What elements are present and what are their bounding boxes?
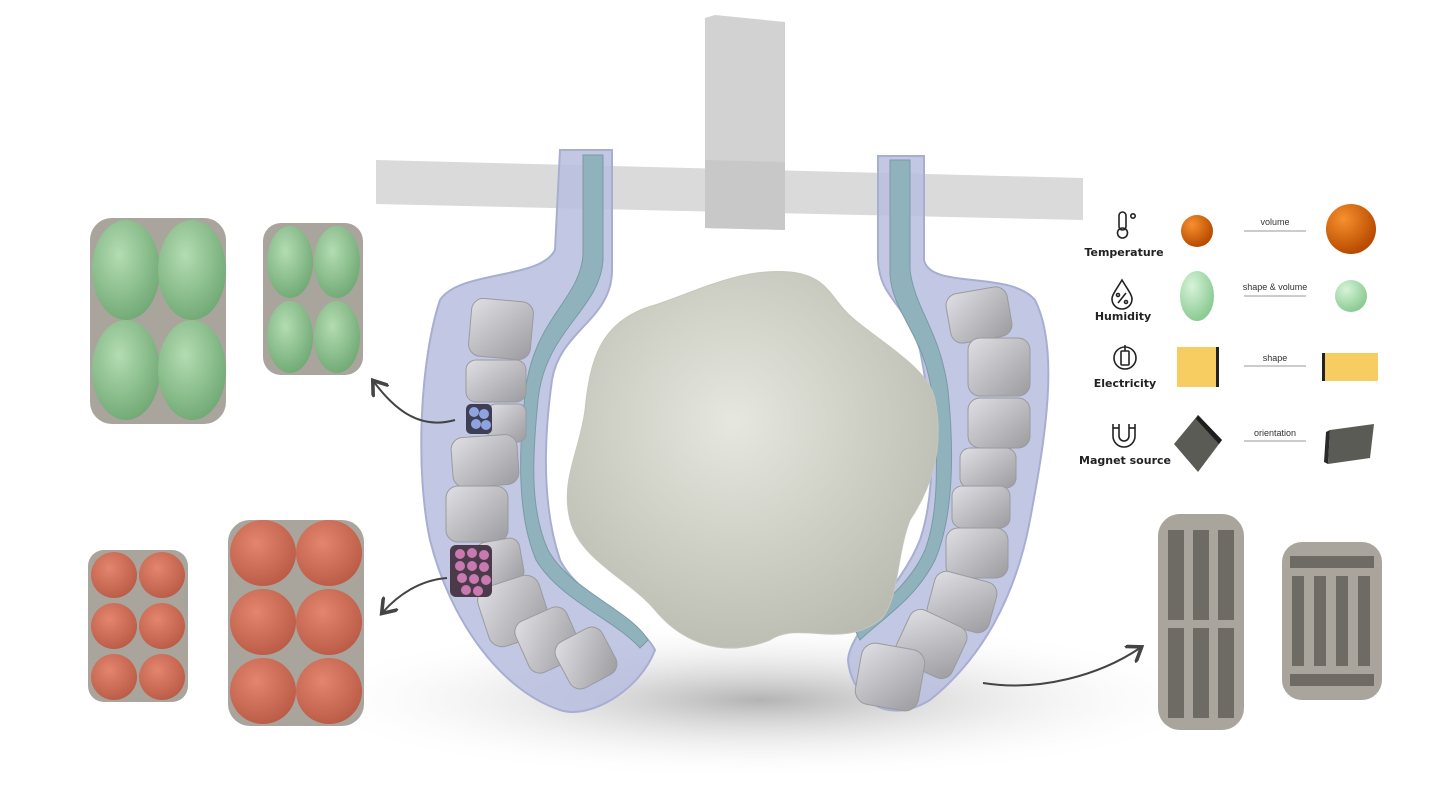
legend-magnet-label: Magnet source xyxy=(1079,454,1171,467)
electricity-plug-icon xyxy=(1113,345,1137,370)
green-cells-contracted xyxy=(263,223,363,375)
slotted-cells-vertical xyxy=(1158,514,1244,730)
legend-row-humidity: Humidity shape & volume xyxy=(1095,271,1367,323)
legend-humidity-label: Humidity xyxy=(1095,310,1151,323)
slotted-cells-rotated xyxy=(1282,542,1382,700)
blue-cell-cluster xyxy=(466,404,492,434)
humidity-drop-icon xyxy=(1111,278,1133,310)
gripper-frame xyxy=(376,15,1083,230)
red-cells-expanded xyxy=(228,520,364,726)
legend-shape-label: shape xyxy=(1263,353,1288,363)
legend-row-electricity: Electricity shape xyxy=(1094,345,1378,390)
legend-row-temperature: Temperature volume xyxy=(1084,204,1376,259)
red-cells-contracted xyxy=(88,550,188,702)
thermometer-icon xyxy=(1116,211,1137,239)
legend-temperature-label: Temperature xyxy=(1084,246,1163,259)
green-cells-expanded xyxy=(90,218,226,424)
grasped-object xyxy=(566,271,939,649)
legend-orientation-label: orientation xyxy=(1254,428,1296,438)
right-finger xyxy=(846,155,1050,712)
arrow-to-red-cells xyxy=(383,577,448,612)
left-finger xyxy=(420,149,657,713)
purple-cell-cluster xyxy=(450,545,492,597)
legend-volume-label: volume xyxy=(1260,217,1289,227)
arrow-to-green-cells xyxy=(374,382,456,424)
magnet-icon xyxy=(1112,424,1136,448)
arrow-to-slotted-cells xyxy=(982,648,1140,687)
stimulus-legend: Temperature volume Humidity shape & volu… xyxy=(1079,204,1378,472)
legend-electricity-label: Electricity xyxy=(1094,377,1156,390)
legend-shape-volume-label: shape & volume xyxy=(1243,282,1308,292)
legend-row-magnet: Magnet source orientation xyxy=(1079,415,1374,472)
